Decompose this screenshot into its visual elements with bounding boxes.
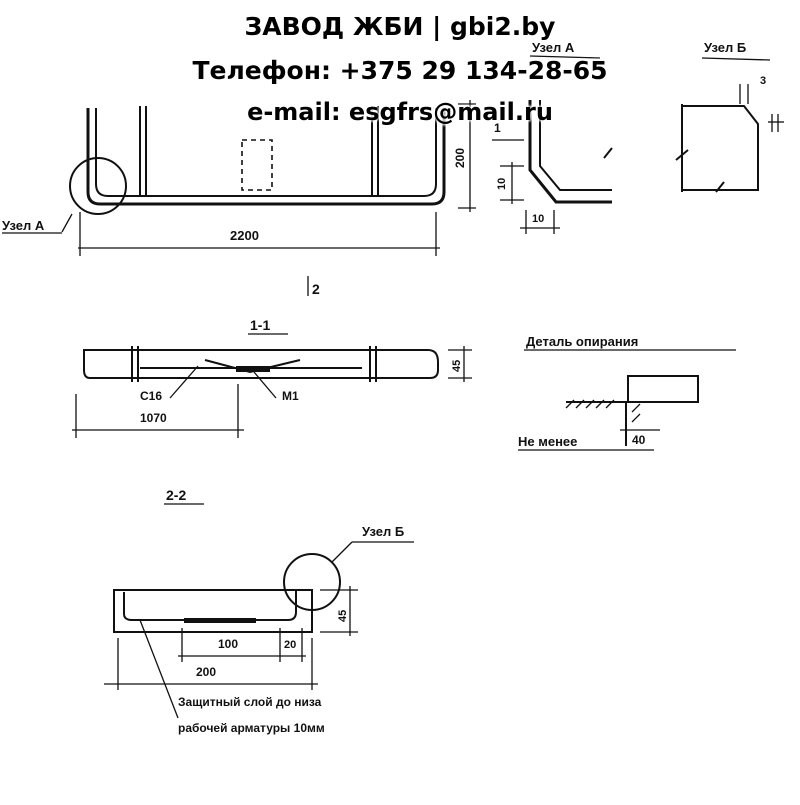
node-b-detail: Узел Б 3 xyxy=(675,40,784,193)
dim-height-label: 200 xyxy=(453,148,467,168)
node-a-title: Узел А xyxy=(532,40,575,55)
node-a-detail: Узел А 1 10 10 xyxy=(492,40,613,234)
mark-1-label: 1 xyxy=(494,121,501,135)
header-phone: Телефон: +375 29 134-28-65 xyxy=(192,56,608,85)
detail-title: Деталь опирания xyxy=(526,334,638,349)
section-2-title: 2-2 xyxy=(166,487,186,503)
dim-node-a-v-label: 10 xyxy=(496,178,508,190)
header-email: e-mail: esgfrs@mail.ru xyxy=(247,98,553,126)
top-view: Узел А 2200 200 xyxy=(2,100,476,256)
dim-node-b-label: 3 xyxy=(760,75,766,87)
dim-20-label: 20 xyxy=(284,639,296,651)
section-mark-2: 2 xyxy=(312,281,320,297)
node-b-callout: Узел Б xyxy=(362,524,404,539)
note-line1: Защитный слой до низа xyxy=(178,695,322,709)
dim-node-a-h-label: 10 xyxy=(532,213,544,225)
dim-length-label: 2200 xyxy=(230,228,259,243)
section-1-1: 1-1 45 С16 М1 1070 xyxy=(72,317,472,438)
rebar-c16-label: С16 xyxy=(140,389,162,403)
support-detail: Деталь опирания Не менее 40 xyxy=(518,334,736,451)
section-2-2: 2-2 Узел Б 45 100 20 200 Защитный слой д… xyxy=(104,487,414,735)
mark-m1-label: М1 xyxy=(282,389,299,403)
dim-100-label: 100 xyxy=(218,637,238,651)
dim-45-b-label: 45 xyxy=(337,610,349,622)
dim-1070-label: 1070 xyxy=(140,411,167,425)
header-title: ЗАВОД ЖБИ | gbi2.by xyxy=(244,12,556,41)
dim-200-label: 200 xyxy=(196,665,216,679)
not-less-label: Не менее xyxy=(518,434,577,449)
node-b-title: Узел Б xyxy=(704,40,746,55)
section-1-title: 1-1 xyxy=(250,317,270,333)
node-a-callout: Узел А xyxy=(2,218,45,233)
dim-40-label: 40 xyxy=(632,433,646,447)
dim-45-a-label: 45 xyxy=(451,360,463,372)
note-line2: рабочей арматуры 10мм xyxy=(178,721,325,735)
